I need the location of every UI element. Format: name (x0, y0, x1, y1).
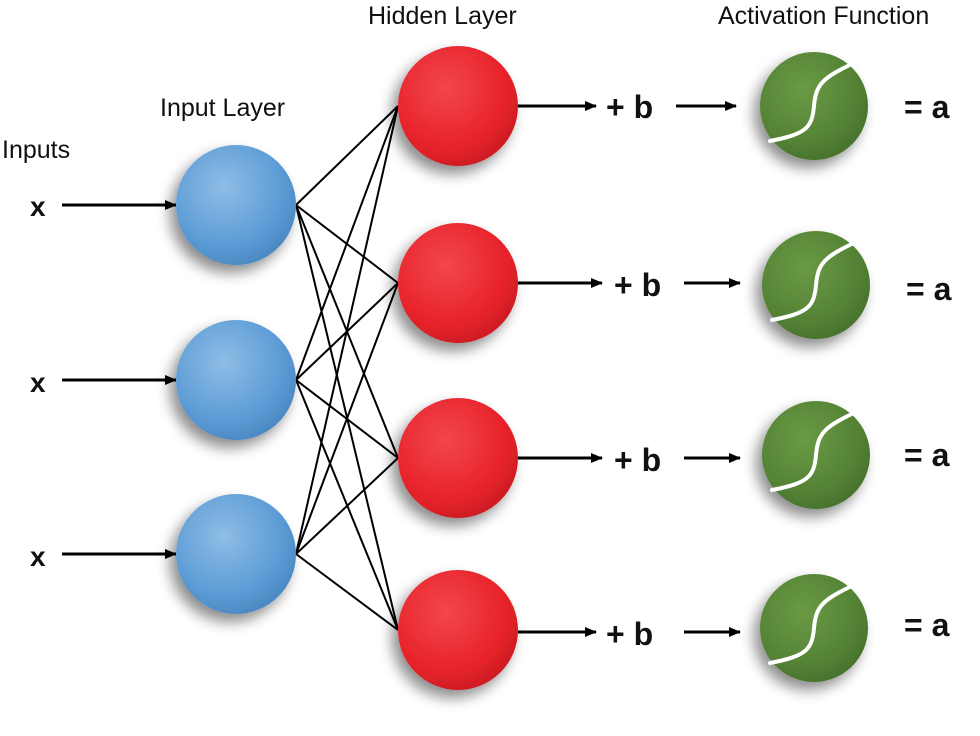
hidden-layer-heading: Hidden Layer (368, 2, 517, 30)
input-x-label: x (30, 541, 46, 572)
sigmoid-curve-icon (768, 60, 858, 143)
input-row: x (30, 367, 177, 398)
input-node (176, 320, 296, 440)
hidden-node (398, 46, 518, 166)
bias-label: + b (606, 616, 653, 652)
input-x-label: x (30, 191, 46, 222)
hidden-node (398, 398, 518, 518)
hidden-row: + b = a (518, 231, 952, 339)
connection-edge (295, 105, 399, 206)
input-node (176, 145, 296, 265)
bias-label: + b (606, 89, 653, 125)
activation-function-heading: Activation Function (718, 2, 929, 30)
input-x-label: x (30, 367, 46, 398)
input-row: x (30, 541, 177, 572)
activation-output-label: = a (904, 607, 950, 643)
activation-output-label: = a (904, 437, 950, 473)
hidden-node (398, 570, 518, 690)
input-row: x (30, 191, 177, 222)
connection-edge (295, 282, 399, 555)
hidden-row: + b = a (518, 401, 950, 509)
sigmoid-curve-icon (768, 582, 858, 665)
connection-edges (295, 105, 399, 631)
sigmoid-curve-icon (770, 409, 860, 492)
connection-edge (295, 553, 399, 631)
hidden-node (398, 223, 518, 343)
bias-label: + b (614, 442, 661, 478)
activation-output-label: = a (906, 271, 952, 307)
sigmoid-curve-icon (770, 239, 860, 322)
bias-label: + b (614, 267, 661, 303)
activation-output-label: = a (904, 89, 950, 125)
connection-edge (295, 105, 399, 555)
inputs-heading: Inputs (2, 136, 70, 164)
connection-edge (295, 105, 399, 381)
hidden-row: + b = a (518, 574, 950, 682)
input-node (176, 494, 296, 614)
connection-edge (295, 457, 399, 555)
input-layer-heading: Input Layer (160, 94, 285, 122)
hidden-row: + b = a (518, 52, 950, 160)
